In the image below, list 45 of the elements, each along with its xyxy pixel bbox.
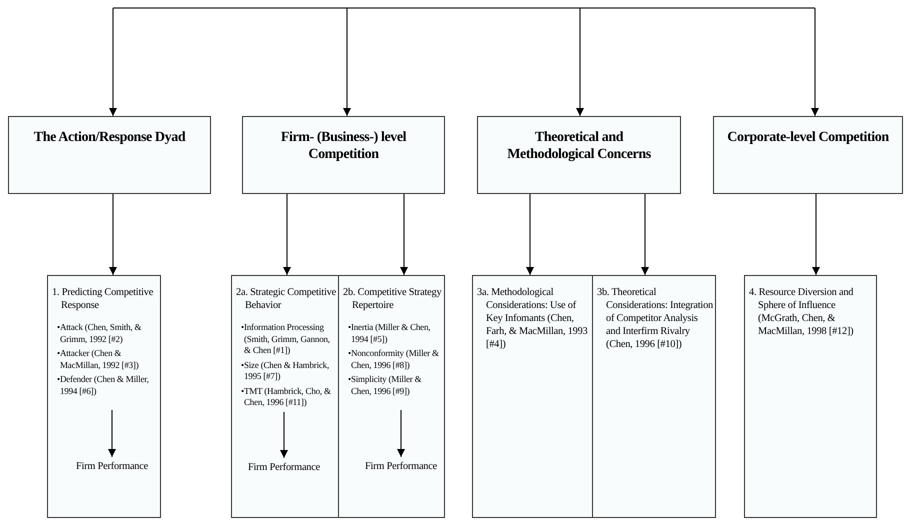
study-title: 2b. Competitive Strategy Repertoire (343, 286, 442, 312)
citation-bullet: •Size (Chen & Hambrick, 1995 [#7]) (244, 360, 330, 382)
box-heading: Corporate-level Competition (727, 129, 889, 146)
arrow (400, 194, 408, 276)
arrow (576, 8, 584, 116)
category-box (242, 116, 445, 194)
box-heading: Theoretical and Methodological Concerns (506, 129, 652, 163)
arrow (109, 194, 117, 276)
study-title: 3a. Methodological Considerations: Use of Key Infomants (Chen, Farh, & MacMillan, 1993 [#4]) (477, 286, 589, 351)
study-box (592, 275, 716, 518)
citation-bullet: •Attack (Chen, Smith, & Grimm, 1992 [#2) (60, 322, 142, 345)
arrow (283, 194, 291, 276)
arrow (280, 412, 288, 458)
citation-bullet: •Attacker (Chen & MacMillan, 1992 [#3]) (60, 348, 140, 371)
study-box (47, 275, 161, 518)
arrow (641, 194, 649, 276)
category-box (8, 116, 211, 194)
outcome-label: Firm Performance (76, 460, 148, 473)
study-box (231, 275, 339, 518)
study-box (744, 275, 877, 518)
study-box (338, 275, 445, 518)
citation-bullet: •Inertia (Miller & Chen, 1994 [#5]) (351, 322, 432, 345)
category-box (713, 116, 903, 194)
box-heading: The Action/Response Dyad (34, 129, 186, 146)
study-box (472, 275, 593, 518)
citation-bullet: •Nonconformity (Miller & Chen, 1996 [#8]) (351, 348, 440, 371)
arrow (109, 8, 117, 116)
arrow (526, 194, 534, 276)
category-box (477, 116, 681, 194)
study-title: 3b. Theoretical Considerations: Integration of Competitor Analysis and Interfirm Rivalry (Chen, 1996 [#10]) (597, 286, 713, 351)
outcome-label: Firm Performance (365, 460, 438, 473)
arrow (343, 8, 351, 116)
arrow (397, 410, 405, 458)
study-title: 2a. Strategic Competitive Behavior (236, 286, 336, 312)
citation-bullet: •Simplicity (Miller & Chen, 1996 [#9]) (351, 374, 422, 397)
citation-bullet: •Defender (Chen & Miller, 1994 [#6]) (60, 374, 150, 397)
arrow (108, 410, 116, 458)
arrow (811, 8, 819, 116)
study-title: 1. Predicting Competitive Response (52, 286, 154, 312)
citation-bullet: •Information Processing (Smith, Grimm, Gannon, & Chen [#1]) (244, 322, 331, 356)
citation-bullet: •TMT (Hambrick, Cho, & Chen, 1996 [#11]) (244, 386, 332, 408)
arrow (812, 194, 820, 276)
outcome-label: Firm Performance (248, 461, 320, 474)
study-title: 4. Resource Diversion and Sphere of Influence (McGrath, Chen, & MacMillan, 1998 [#12]) (749, 286, 854, 338)
box-heading: Firm- (Business-) level Competition (280, 129, 408, 163)
